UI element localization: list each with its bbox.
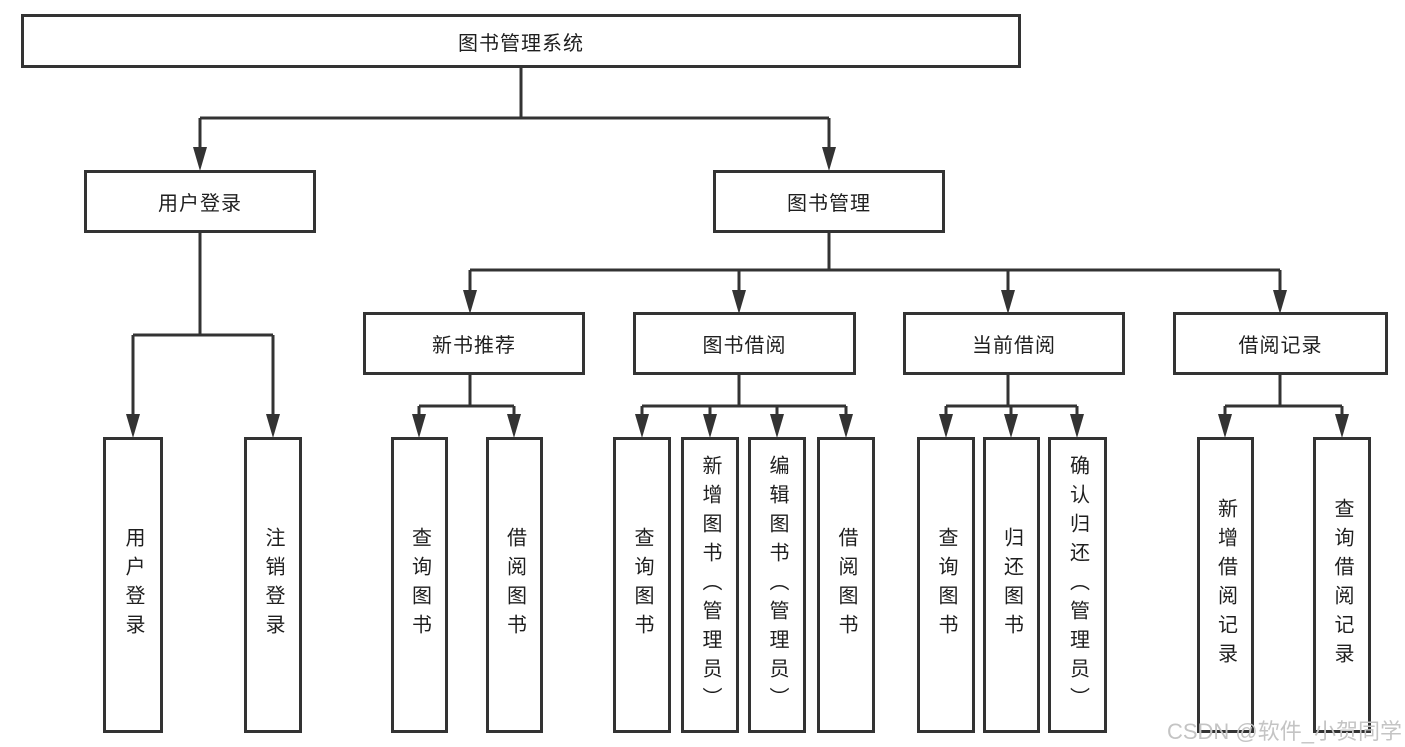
- connector-user-login-children: [126, 233, 280, 438]
- node-nbr-query-book-label: 查询图书: [408, 527, 431, 643]
- node-bb-query-book: 查询图书: [613, 437, 671, 733]
- node-book-mgmt-label: 图书管理: [787, 193, 871, 215]
- node-book-borrow-label: 图书借阅: [702, 335, 787, 357]
- node-borrow-record-label: 借阅记录: [1238, 335, 1323, 357]
- node-book-borrow: 图书借阅: [633, 312, 856, 375]
- connector-root-children: [193, 68, 836, 171]
- node-bb-edit-book: 编辑图书（管理员）: [748, 437, 806, 733]
- connector-current-borrow-children: [939, 375, 1084, 438]
- node-nbr-query-book: 查询图书: [391, 437, 448, 733]
- node-cb-confirm-return: 确认归还（管理员）: [1048, 437, 1107, 733]
- connector-book-borrow-children: [635, 375, 853, 438]
- node-cb-return-book: 归还图书: [983, 437, 1040, 733]
- node-new-book-rec-label: 新书推荐: [432, 335, 516, 357]
- node-br-add-record: 新增借阅记录: [1197, 437, 1254, 733]
- node-nbr-borrow-book: 借阅图书: [486, 437, 543, 733]
- node-leaf-user-login: 用户登录: [103, 437, 163, 733]
- node-bb-add-book: 新增图书（管理员）: [681, 437, 739, 733]
- node-cb-return-book-label: 归还图书: [1000, 527, 1023, 643]
- node-bb-query-book-label: 查询图书: [631, 527, 653, 643]
- node-user-login-label: 用户登录: [158, 193, 242, 215]
- node-leaf-logout-label: 注销登录: [262, 527, 284, 643]
- csdn-watermark: CSDN @软件_小贺同学: [1166, 719, 1402, 744]
- node-bb-edit-book-label: 编辑图书（管理员）: [766, 454, 788, 716]
- node-leaf-logout: 注销登录: [244, 437, 302, 733]
- node-leaf-user-login-label: 用户登录: [122, 527, 144, 643]
- node-bb-borrow-book-label: 借阅图书: [835, 527, 857, 643]
- node-cb-query-book-label: 查询图书: [935, 527, 957, 643]
- node-new-book-rec: 新书推荐: [363, 312, 585, 375]
- node-borrow-record: 借阅记录: [1173, 312, 1388, 375]
- connector-borrow-record-children: [1218, 375, 1349, 438]
- node-br-add-record-label: 新增借阅记录: [1214, 498, 1237, 672]
- node-cb-query-book: 查询图书: [917, 437, 975, 733]
- node-br-query-record: 查询借阅记录: [1313, 437, 1371, 733]
- node-bb-borrow-book: 借阅图书: [817, 437, 875, 733]
- node-current-borrow: 当前借阅: [903, 312, 1125, 375]
- node-root: 图书管理系统: [21, 14, 1021, 68]
- node-user-login: 用户登录: [84, 170, 316, 233]
- node-book-mgmt: 图书管理: [713, 170, 945, 233]
- node-nbr-borrow-book-label: 借阅图书: [503, 527, 526, 643]
- connector-book-mgmt-children: [463, 233, 1287, 314]
- node-cb-confirm-return-label: 确认归还（管理员）: [1066, 454, 1089, 716]
- node-current-borrow-label: 当前借阅: [972, 335, 1056, 357]
- connector-new-book-rec-children: [412, 375, 521, 438]
- node-bb-add-book-label: 新增图书（管理员）: [699, 454, 721, 716]
- node-br-query-record-label: 查询借阅记录: [1331, 498, 1353, 672]
- node-root-label: 图书管理系统: [458, 32, 584, 55]
